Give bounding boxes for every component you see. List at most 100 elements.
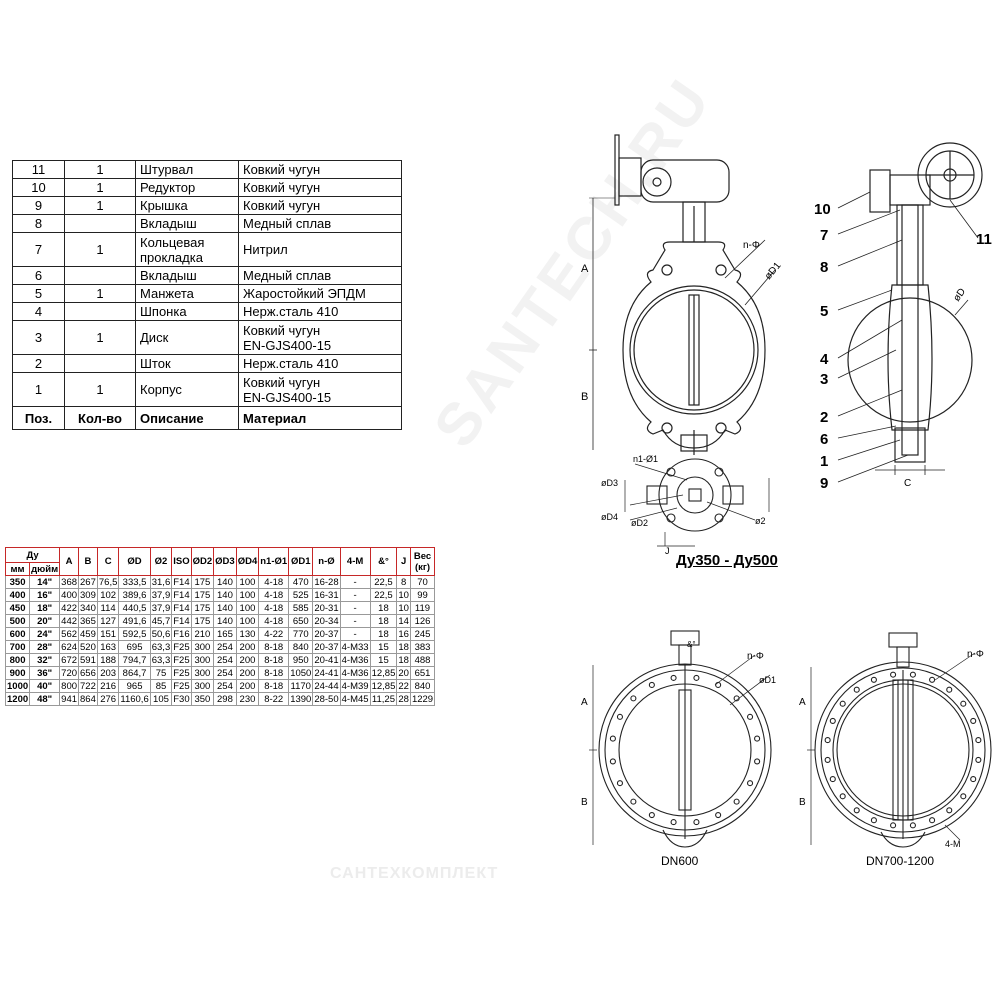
bolt-hole bbox=[970, 776, 977, 783]
dims-cell: 24" bbox=[29, 627, 61, 641]
bolt-hole bbox=[853, 686, 860, 693]
dims-cell: F25 bbox=[171, 653, 192, 667]
parts-cell-mat: Ковкий чугун EN-GJS400-15 bbox=[238, 320, 402, 355]
bolt-hole bbox=[890, 671, 897, 678]
c-label: C bbox=[904, 478, 911, 489]
bolt-hole bbox=[829, 717, 836, 724]
parts-cell-qty: 1 bbox=[64, 320, 136, 355]
dims-cell: 300 bbox=[190, 653, 215, 667]
parts-cell-pos: 9 bbox=[12, 196, 65, 215]
bolt-hole bbox=[909, 822, 916, 829]
dims-cell: 500 bbox=[4, 614, 31, 628]
flange-detail-drawing: n1-Ø1 øD3 øD4 øD2 ø2 J bbox=[601, 454, 770, 555]
dims-cell: 16 bbox=[396, 627, 411, 641]
parts-cell-desc: Крышка bbox=[135, 196, 239, 215]
dims-cell: 720 bbox=[59, 666, 80, 680]
dims-col-header: B bbox=[78, 547, 98, 576]
dims-cell: 127 bbox=[96, 614, 120, 628]
bolt-hole bbox=[609, 735, 616, 742]
dims-cell: 175 bbox=[190, 588, 215, 602]
dims-cell: 1200 bbox=[4, 692, 31, 706]
bolt-hole bbox=[824, 756, 831, 763]
callout-4: 4 bbox=[820, 351, 829, 368]
handwheel-icon bbox=[917, 142, 983, 208]
parts-cell-mat: Ковкий чугун bbox=[238, 160, 402, 179]
dims-cell: 470 bbox=[288, 575, 314, 589]
parts-cell-mat: Медный сплав bbox=[238, 266, 402, 285]
dims-cell: 4-18 bbox=[258, 614, 290, 628]
dims-cell: 18 bbox=[369, 627, 398, 641]
parts-cell-pos: 7 bbox=[12, 232, 65, 267]
dims-cell: 8 bbox=[396, 575, 411, 589]
bolt-hole bbox=[853, 807, 860, 814]
dims-cell: 119 bbox=[409, 601, 436, 615]
dims-cell: 40" bbox=[29, 679, 61, 693]
bolt-hole bbox=[754, 758, 761, 765]
dims-cell: 18 bbox=[396, 640, 411, 654]
dims-cell: 63,3 bbox=[149, 653, 173, 667]
dims-cell: F25 bbox=[171, 679, 192, 693]
dn1200-b-label: B bbox=[799, 797, 806, 808]
dims-cell: 1229 bbox=[409, 692, 436, 706]
dims-col-header: n-Ø bbox=[312, 547, 341, 576]
parts-cell-qty bbox=[64, 214, 136, 233]
dims-cell: 333,5 bbox=[118, 575, 151, 589]
dims-cell: - bbox=[339, 575, 371, 589]
dims-col-header: Вес (кг) bbox=[409, 547, 436, 576]
dims-cell: 216 bbox=[96, 679, 120, 693]
dims-cell: 4-M33 bbox=[339, 640, 371, 654]
dims-cell: 794,7 bbox=[118, 653, 151, 667]
dims-cell: 1000 bbox=[4, 679, 31, 693]
dims-cell: 20" bbox=[29, 614, 61, 628]
bolt-hole bbox=[670, 674, 677, 681]
parts-header-pos: Поз. bbox=[12, 406, 65, 430]
dims-cell: 309 bbox=[78, 588, 98, 602]
dims-cell: 24-41 bbox=[312, 666, 341, 680]
dims-cell: 562 bbox=[59, 627, 80, 641]
dims-cell: 10 bbox=[396, 588, 411, 602]
parts-cell-desc: Манжета bbox=[135, 284, 239, 303]
dims-cell: 491,6 bbox=[118, 614, 151, 628]
bolt-hole bbox=[946, 807, 953, 814]
dims-cell: F14 bbox=[171, 575, 192, 589]
parts-cell-pos: 8 bbox=[12, 214, 65, 233]
dims-cell: F14 bbox=[171, 614, 192, 628]
bolt-hole bbox=[929, 817, 936, 824]
dims-cell: 14 bbox=[396, 614, 411, 628]
parts-cell-desc: Шток bbox=[135, 354, 239, 373]
dims-cell: 163 bbox=[96, 640, 120, 654]
dims-cell: 50,6 bbox=[149, 627, 173, 641]
dims-cell: 126 bbox=[409, 614, 436, 628]
dims-cell: 1390 bbox=[288, 692, 314, 706]
parts-cell-desc: Корпус bbox=[135, 372, 239, 407]
dims-cell: 76,5 bbox=[96, 575, 120, 589]
dims-cell: 254 bbox=[213, 653, 237, 667]
dims-col-header: A bbox=[59, 547, 80, 576]
dims-cell: 800 bbox=[4, 653, 31, 667]
callout-5: 5 bbox=[820, 303, 828, 320]
dims-cell: 20-31 bbox=[312, 601, 341, 615]
gearbox-side-icon bbox=[869, 169, 891, 213]
dims-cell: 20-34 bbox=[312, 614, 341, 628]
dims-cell: 20-37 bbox=[312, 627, 341, 641]
parts-cell-pos: 4 bbox=[12, 302, 65, 321]
dn600-caption: DN600 bbox=[661, 854, 699, 868]
dims-cell: 85 bbox=[149, 679, 173, 693]
dims-cell: 267 bbox=[78, 575, 98, 589]
dims-cell: 210 bbox=[190, 627, 215, 641]
parts-cell-pos: 11 bbox=[12, 160, 65, 179]
dims-cell: 37,9 bbox=[149, 601, 173, 615]
parts-cell-mat: Ковкий чугун bbox=[238, 196, 402, 215]
dims-cell: 114 bbox=[96, 601, 120, 615]
dims-cell: 18 bbox=[396, 653, 411, 667]
dims-cell: 368 bbox=[59, 575, 80, 589]
side-section-drawing: 10 7 8 5 4 3 2 6 1 9 11 øD C bbox=[814, 142, 992, 492]
dims-col-header: ØD bbox=[118, 547, 151, 576]
